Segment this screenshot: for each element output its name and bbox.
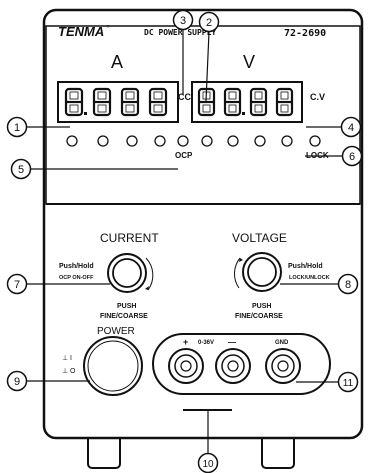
led-indicator xyxy=(97,135,109,147)
current-digit xyxy=(120,87,140,117)
ocp-led xyxy=(177,135,189,147)
current-knob-title: CURRENT xyxy=(100,231,159,245)
svg-text:9: 9 xyxy=(14,376,20,388)
current-arrow-head-icon xyxy=(145,286,149,290)
cc-indicator-label: CC xyxy=(178,92,191,102)
power-button-inner xyxy=(87,340,139,392)
indicator-led-row xyxy=(66,135,321,147)
current-push-label: PUSH xyxy=(117,303,136,310)
voltage-decimal-point xyxy=(242,112,245,115)
current-decimal-point xyxy=(84,112,87,115)
voltage-lock-unlock: LOCK/UNLOCK xyxy=(289,275,330,281)
voltage-rotation-arrow-icon xyxy=(233,257,241,289)
led-indicator xyxy=(66,135,78,147)
svg-text:4: 4 xyxy=(348,122,354,134)
voltage-digit xyxy=(223,87,245,117)
voltage-knob-title: VOLTAGE xyxy=(232,231,287,245)
current-push-hold: Push/Hold xyxy=(59,263,94,270)
callout-10: 10 xyxy=(197,452,219,473)
terminal-core xyxy=(227,360,239,372)
svg-text:6: 6 xyxy=(349,151,355,163)
gnd-terminal-label: GND xyxy=(275,340,289,346)
power-off-symbol: ⊥ O xyxy=(62,368,76,375)
voltage-digit xyxy=(197,87,216,117)
led-indicator xyxy=(154,135,166,147)
current-display-digits xyxy=(64,87,168,117)
led-indicator xyxy=(201,135,213,147)
voltage-push-label: PUSH xyxy=(252,303,271,310)
callout-3: 3 xyxy=(172,9,194,31)
svg-text:8: 8 xyxy=(345,279,351,291)
voltage-range-label: 0-36V xyxy=(198,340,214,346)
current-digit xyxy=(148,87,168,117)
negative-terminal[interactable] xyxy=(215,348,251,384)
brand-logo: TENMA xyxy=(58,24,104,39)
product-name: DC POWER SUPPLY xyxy=(144,28,216,37)
amps-unit-label: A xyxy=(111,52,123,72)
current-fine-coarse: FINE/COARSE xyxy=(100,313,148,320)
voltage-display-digits xyxy=(197,87,294,117)
power-label: POWER xyxy=(97,326,135,337)
voltage-digit xyxy=(249,87,268,117)
svg-text:2: 2 xyxy=(206,17,212,29)
current-ocp-onoff: OCP ON-OFF xyxy=(59,275,94,281)
led-indicator xyxy=(281,135,293,147)
terminal-core xyxy=(180,360,192,372)
terminal-core xyxy=(277,360,289,372)
current-digit xyxy=(64,87,87,117)
callout-5: 5 xyxy=(10,158,32,180)
callout-11: 11 xyxy=(337,371,359,393)
callout-1: 1 xyxy=(6,116,28,138)
callout-6: 6 xyxy=(341,145,363,167)
leader-lines xyxy=(27,30,342,460)
current-digit xyxy=(92,87,112,117)
voltage-arrow-head-icon xyxy=(239,258,243,262)
model-number: 72-2690 xyxy=(284,28,326,39)
svg-text:3: 3 xyxy=(180,15,186,27)
negative-terminal-label: — xyxy=(228,338,236,347)
positive-terminal-label: + xyxy=(183,337,188,347)
power-on-symbol: ⊥ I xyxy=(62,355,72,362)
current-rotation-arrow-icon xyxy=(145,257,154,291)
svg-text:10: 10 xyxy=(202,459,214,470)
svg-text:1: 1 xyxy=(14,122,20,134)
voltage-push-hold: Push/Hold xyxy=(288,263,323,270)
callout-4: 4 xyxy=(340,116,362,138)
svg-text:11: 11 xyxy=(343,378,354,389)
gnd-terminal[interactable] xyxy=(265,348,301,384)
callout-9: 9 xyxy=(6,370,28,392)
voltage-fine-coarse: FINE/COARSE xyxy=(235,313,283,320)
led-indicator xyxy=(126,135,138,147)
svg-text:5: 5 xyxy=(18,164,24,176)
svg-text:7: 7 xyxy=(14,279,20,291)
current-knob-cap xyxy=(112,258,142,288)
ocp-label: OCP xyxy=(175,151,193,160)
led-indicator xyxy=(227,135,239,147)
voltage-knob-cap xyxy=(247,257,277,287)
positive-terminal[interactable] xyxy=(168,348,204,384)
lock-led xyxy=(309,135,321,147)
volts-unit-label: V xyxy=(243,52,255,72)
led-indicator xyxy=(254,135,266,147)
callout-7: 7 xyxy=(6,273,28,295)
cv-indicator-label: C.V xyxy=(310,92,325,102)
registered-mark: ○ xyxy=(106,24,110,30)
voltage-digit xyxy=(275,87,294,117)
callout-2: 2 xyxy=(198,11,220,33)
callout-8: 8 xyxy=(337,273,359,295)
